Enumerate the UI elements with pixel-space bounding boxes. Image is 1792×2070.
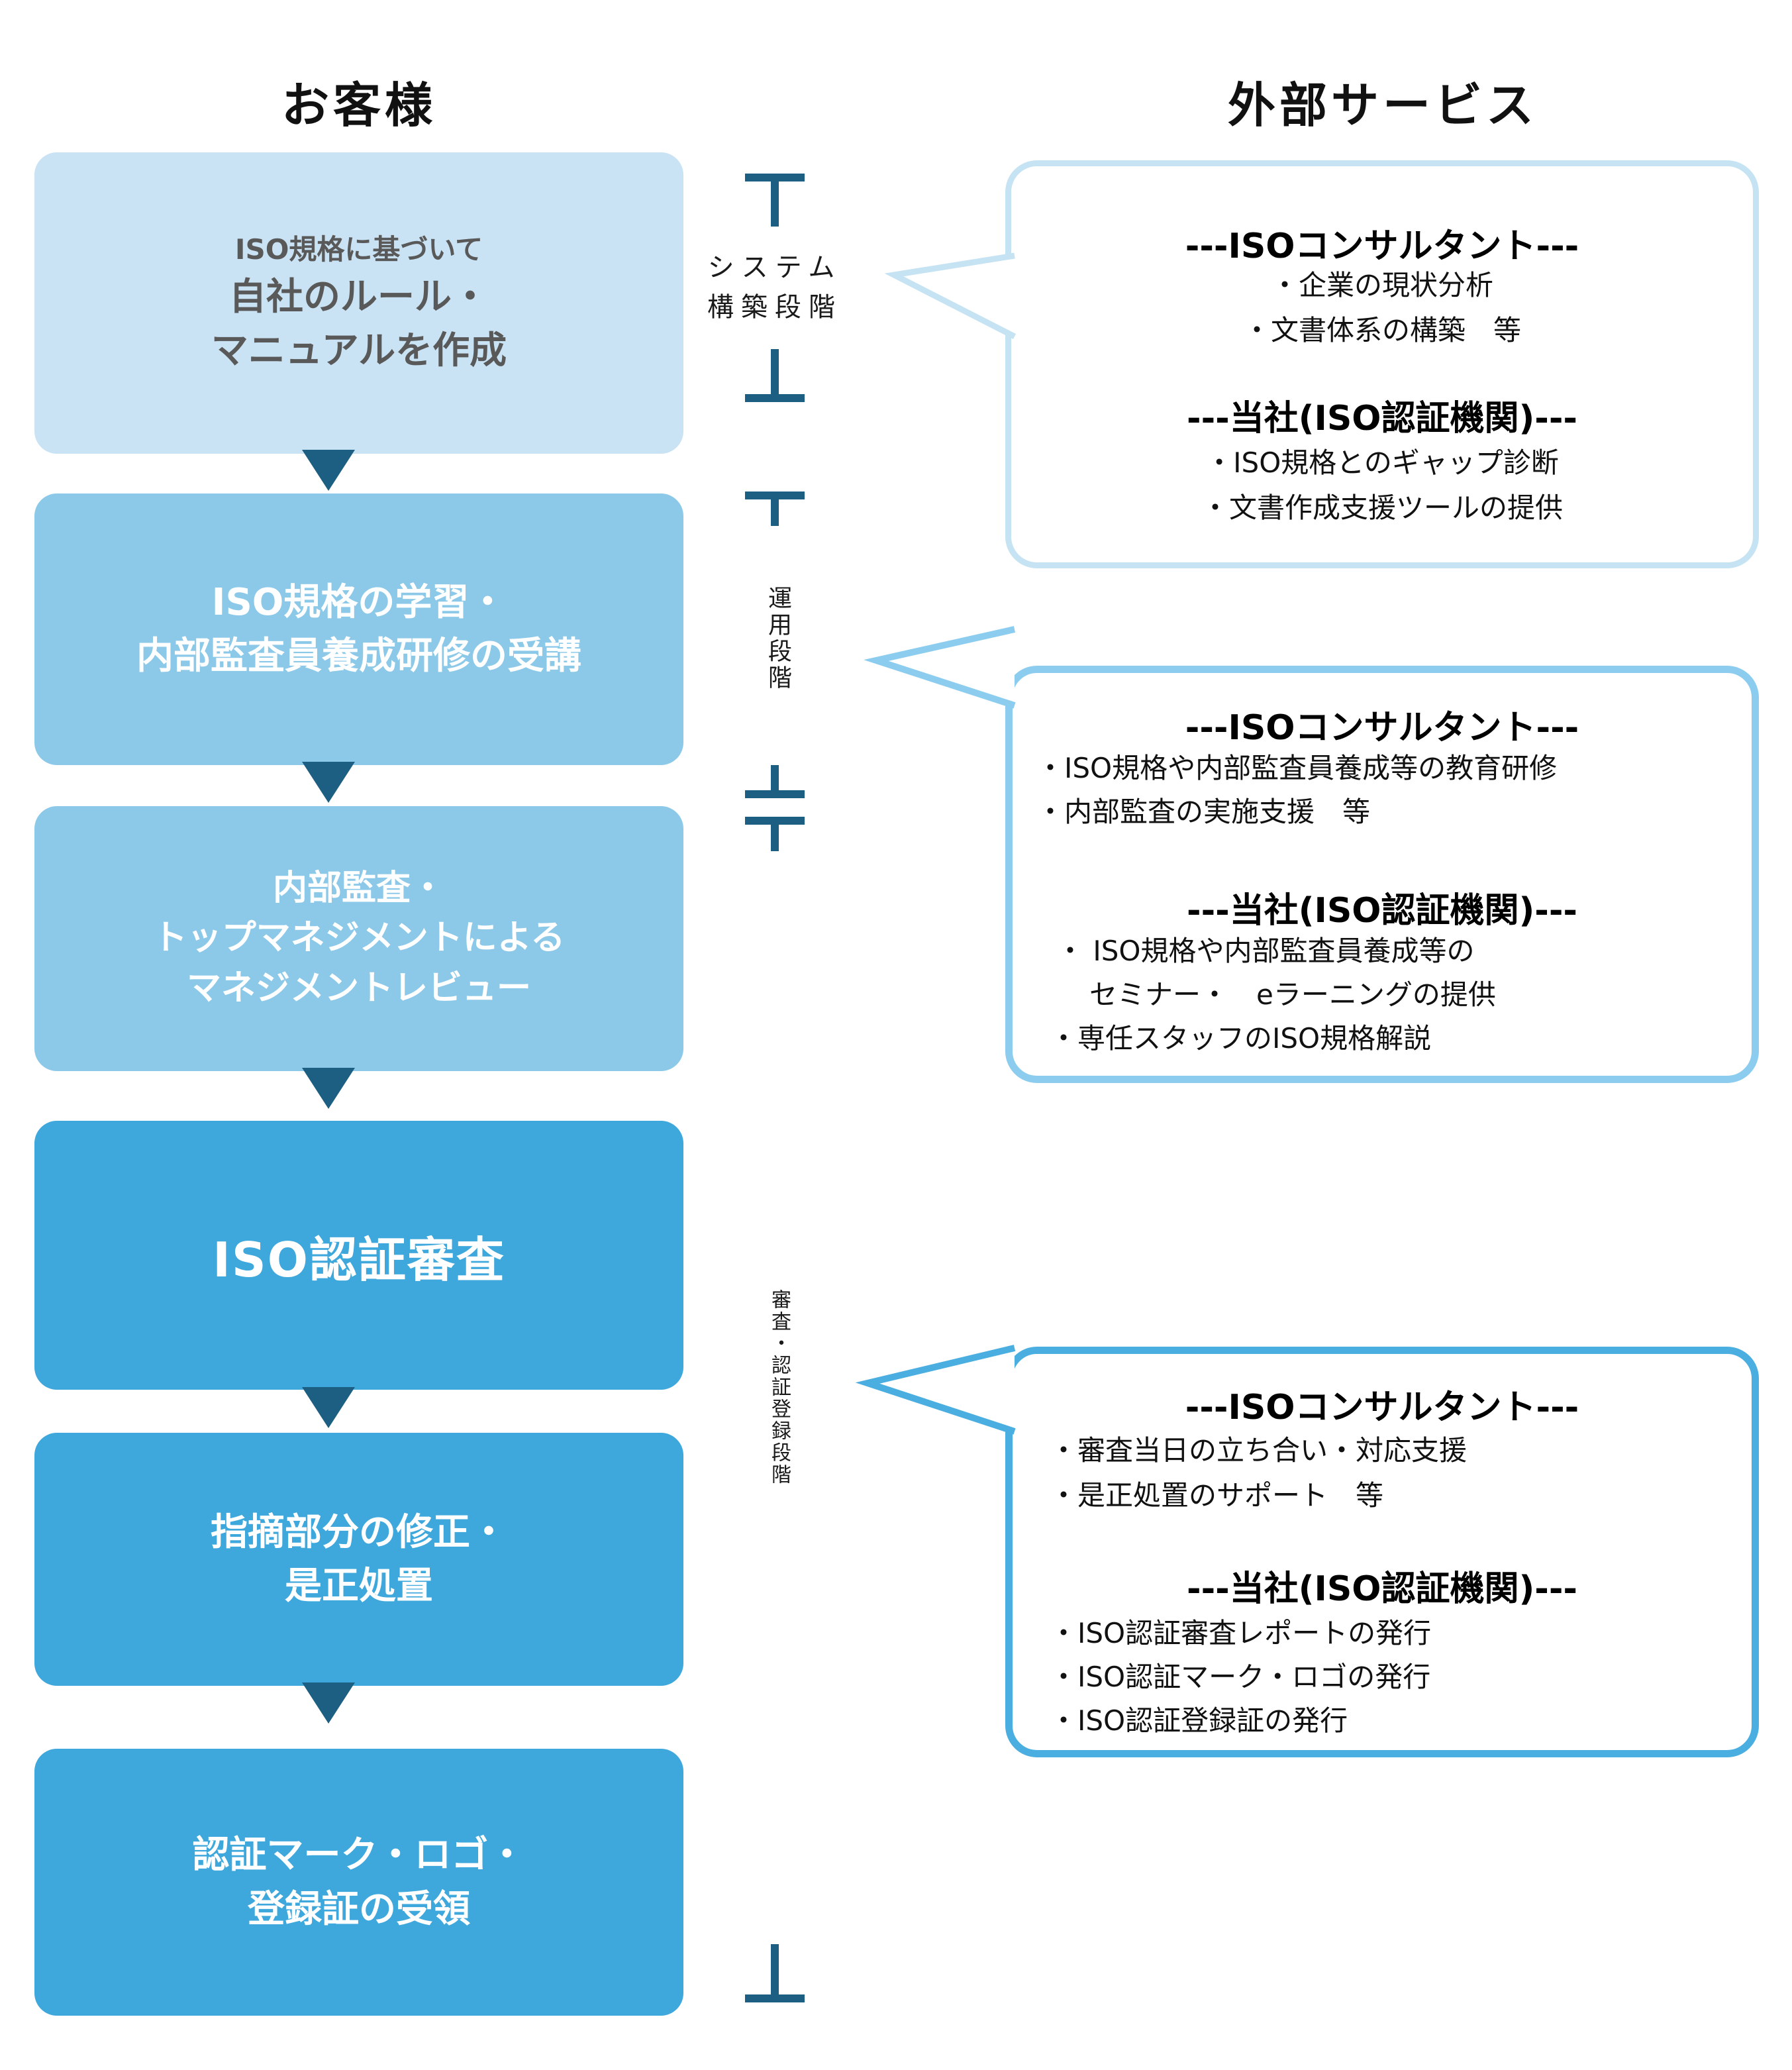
callout-2-tail bbox=[864, 626, 1016, 709]
callout-3-heading-our-company: ---当社(ISO認証機関)--- bbox=[1186, 1569, 1578, 1609]
flow-step-receive-mark-logo-certificate: 認証マーク・ロゴ・ 登録証の受領 bbox=[34, 1749, 683, 2016]
flow-step-internal-audit-review: 内部監査・ トップマネジメントによる マネジメントレビュー bbox=[34, 806, 683, 1071]
flow-step-iso-training: ISO規格の学習・ 内部監査員養成研修の受講 bbox=[34, 493, 683, 765]
callout-1-item-2: ・文書体系の構築 等 bbox=[1242, 314, 1521, 346]
flow-arrow-2 bbox=[302, 762, 355, 803]
stage-2-bracket-bottom-bar bbox=[745, 790, 805, 798]
flow-step-3-line-2: トップマネジメントによる bbox=[152, 918, 566, 958]
flow-arrow-1 bbox=[302, 450, 355, 491]
flow-arrow-3 bbox=[302, 1068, 355, 1109]
stage-3-bracket-top-stem bbox=[771, 817, 779, 851]
stage-3-label: 審査・認証登録段階 bbox=[768, 1289, 791, 1486]
flow-step-5-line-1: 指摘部分の修正・ bbox=[211, 1510, 507, 1554]
stage-1-bracket-top-stem bbox=[771, 174, 779, 227]
callout-1-item-1: ・企業の現状分析 bbox=[1270, 269, 1493, 301]
callout-1-heading-our-company: ---当社(ISO認証機関)--- bbox=[1186, 399, 1578, 439]
stage-1-bracket-bottom-bar bbox=[745, 394, 805, 402]
flow-step-3-line-3: マネジメントレビュー bbox=[186, 968, 531, 1008]
callout-1-heading-consultant: ---ISOコンサルタント--- bbox=[1185, 227, 1579, 266]
stage-3-bracket-bottom-stem bbox=[771, 1944, 779, 2002]
flow-step-correction-actions: 指摘部分の修正・ 是正処置 bbox=[34, 1433, 683, 1686]
callout-1-tail bbox=[884, 252, 1017, 340]
callout-2-item-4: セミナー・ eラーニングの提供 bbox=[1089, 978, 1496, 1011]
flow-step-5-line-2: 是正処置 bbox=[285, 1565, 433, 1608]
stage-1-label-line-2: 構築段階 bbox=[707, 292, 842, 323]
callout-1-item-3: ・ISO規格とのギャップ診断 bbox=[1205, 446, 1559, 479]
callout-2-item-5: ・専任スタッフのISO規格解説 bbox=[1050, 1022, 1432, 1055]
flow-arrow-5 bbox=[302, 1682, 355, 1724]
flow-arrow-4 bbox=[302, 1387, 355, 1428]
stage-1-label: システム 構築段階 bbox=[662, 248, 887, 327]
stage-1-bracket-bottom-stem bbox=[771, 349, 779, 402]
callout-2-heading-our-company: ---当社(ISO認証機関)--- bbox=[1186, 891, 1578, 931]
callout-operation-services: ---ISOコンサルタント--- ・ISO規格や内部監査員養成等の教育研修 ・内… bbox=[1005, 666, 1759, 1083]
callout-1-item-4: ・文書作成支援ツールの提供 bbox=[1201, 492, 1563, 524]
stage-1-label-line-1: システム bbox=[707, 252, 842, 283]
callout-3-tail bbox=[855, 1345, 1016, 1435]
customer-column-title: お客様 bbox=[281, 78, 436, 133]
callout-3-heading-consultant: ---ISOコンサルタント--- bbox=[1185, 1388, 1579, 1427]
callout-3-item-4: ・ISO認証マーク・ロゴの発行 bbox=[1050, 1661, 1431, 1693]
flow-step-1-line-2: 自社のルール・ bbox=[229, 275, 489, 319]
callout-3-item-1: ・審査当日の立ち合い・対応支援 bbox=[1050, 1434, 1468, 1467]
callout-2-item-2: ・内部監査の実施支援 等 bbox=[1036, 796, 1371, 828]
flow-step-create-rules-manual: ISO規格に基づいて 自社のルール・ マニュアルを作成 bbox=[34, 152, 683, 454]
callout-system-construction-services: ---ISOコンサルタント--- ・企業の現状分析 ・文書体系の構築 等 ---… bbox=[1005, 160, 1759, 568]
flow-step-2-line-1: ISO規格の学習・ bbox=[211, 580, 507, 624]
stage-3-bracket-bottom-bar bbox=[745, 1994, 805, 2002]
external-services-column-title: 外部サービス bbox=[1227, 78, 1538, 133]
stage-2-bracket-bottom-stem bbox=[771, 765, 779, 798]
callout-2-heading-consultant: ---ISOコンサルタント--- bbox=[1185, 708, 1579, 748]
callout-3-item-3: ・ISO認証審査レポートの発行 bbox=[1050, 1617, 1432, 1649]
stage-2-label: 運用段階 bbox=[764, 586, 791, 692]
callout-audit-registration-services: ---ISOコンサルタント--- ・審査当日の立ち合い・対応支援 ・是正処置のサ… bbox=[1005, 1347, 1759, 1757]
callout-3-item-5: ・ISO認証登録証の発行 bbox=[1050, 1704, 1348, 1737]
stage-2-bracket-top-stem bbox=[771, 492, 779, 526]
flow-step-3-line-1: 内部監査・ bbox=[272, 868, 445, 908]
callout-3-item-2: ・是正処置のサポート 等 bbox=[1050, 1479, 1384, 1512]
flow-step-6-line-1: 認証マーク・ロゴ・ bbox=[192, 1834, 526, 1877]
flow-step-6-line-2: 登録証の受領 bbox=[248, 1887, 470, 1931]
flow-step-2-line-2: 内部監査員養成研修の受講 bbox=[136, 635, 581, 678]
callout-2-item-3: ・ ISO規格や内部監査員養成等の bbox=[1056, 935, 1475, 967]
flow-step-1-line-3: マニュアルを作成 bbox=[211, 329, 507, 372]
flow-step-1-line-1: ISO規格に基づいて bbox=[234, 233, 483, 266]
flow-step-4-line-1: ISO認証審査 bbox=[213, 1231, 505, 1288]
callout-2-item-1: ・ISO規格や内部監査員養成等の教育研修 bbox=[1036, 752, 1558, 784]
flow-step-iso-certification-audit: ISO認証審査 bbox=[34, 1121, 683, 1390]
